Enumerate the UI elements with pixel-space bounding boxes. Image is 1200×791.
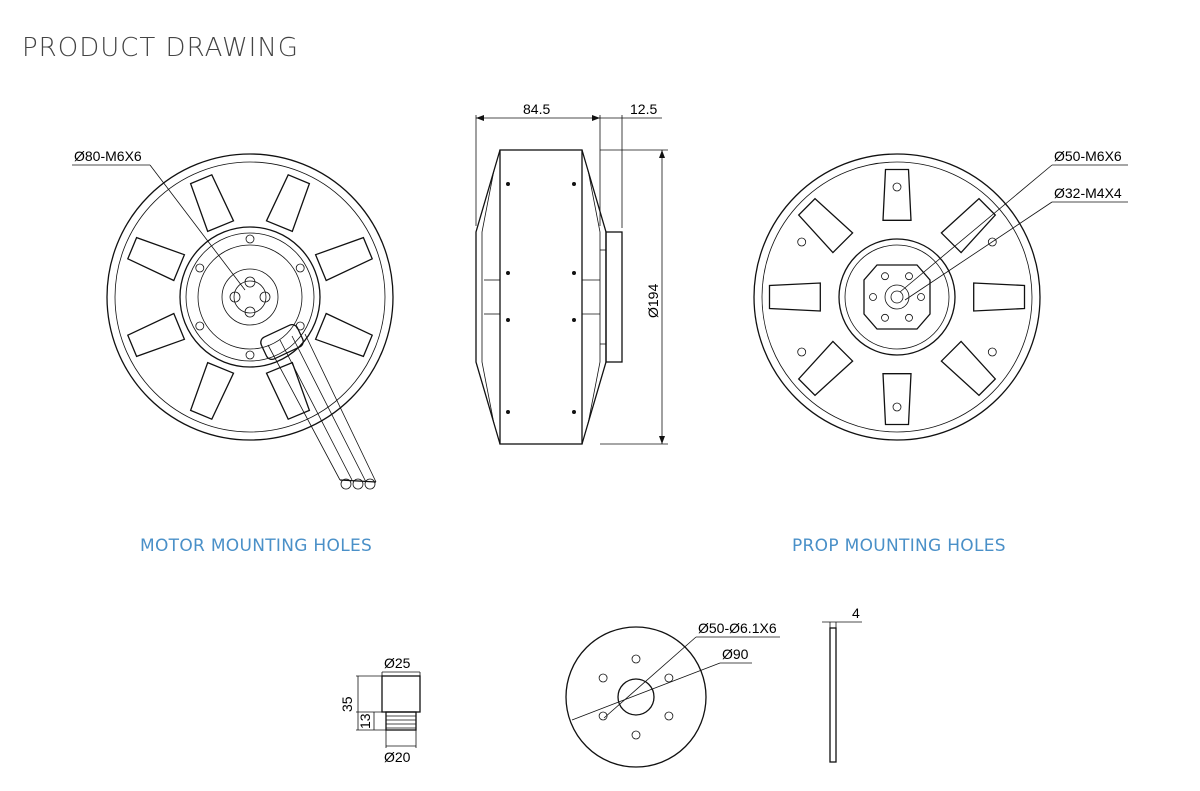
spoke-slot — [265, 361, 311, 421]
bolt-hole — [245, 234, 255, 244]
nut-top-dim: Ø25 — [384, 655, 411, 671]
plate-holes-dim: Ø50-Ø6.1X6 — [698, 620, 777, 636]
bolt-hole — [869, 293, 877, 301]
prop-front-view: Ø50-M6X6 Ø32-M4X4 — [753, 148, 1128, 441]
bolt-hole — [598, 711, 608, 721]
spoke-slot — [314, 312, 374, 358]
nut-thread-dim: 13 — [357, 713, 373, 729]
bolt-hole — [245, 350, 255, 360]
side-diameter-dim: Ø194 — [645, 284, 661, 318]
prop-nut-drawing: Ø25 Ø20 35 13 — [339, 655, 421, 765]
bolt-hole — [195, 263, 205, 273]
bolt-hole — [881, 272, 889, 281]
spoke-slot — [126, 312, 186, 358]
bolt-hole — [598, 673, 608, 683]
nut-bottom-dim: Ø20 — [384, 749, 411, 765]
spoke-slot — [189, 173, 235, 233]
nut-height-dim: 35 — [339, 696, 355, 712]
bolt-hole — [881, 313, 889, 322]
spoke-slot — [940, 197, 997, 254]
bolt-hole — [905, 313, 913, 322]
bolt-hole — [797, 237, 807, 247]
motor-mounting-holes-caption: MOTOR MOUNTING HOLES — [140, 536, 373, 556]
right-spokes — [768, 168, 1026, 426]
plate-side-drawing: 4 — [822, 605, 862, 763]
spoke-slot — [797, 340, 854, 397]
motor-side-view: 12.5 84.5 12.5 Ø194 — [475, 101, 668, 445]
plate-diameter-dim: Ø90 — [722, 646, 749, 662]
bolt-hole — [664, 711, 674, 721]
spoke-slot — [797, 197, 854, 254]
spoke-slot — [265, 173, 311, 233]
bolt-hole — [664, 673, 674, 683]
right-hole-outer-dim: Ø50-M6X6 — [1054, 148, 1122, 164]
left-hole-dim: Ø80-M6X6 — [74, 148, 142, 164]
spoke-slot — [189, 361, 235, 421]
spoke-slot — [126, 236, 186, 282]
left-spokes — [126, 173, 374, 421]
bolt-hole — [631, 730, 641, 740]
left-bolt-holes — [195, 234, 305, 360]
bolt-hole — [195, 321, 205, 331]
right-hole-inner-dim: Ø32-M4X4 — [1054, 185, 1122, 201]
bolt-hole — [797, 347, 807, 357]
right-bolt-holes — [797, 182, 997, 412]
bolt-hole — [892, 402, 902, 412]
bolt-hole — [631, 654, 641, 664]
bolt-hole — [295, 263, 305, 273]
bolt-hole — [987, 347, 997, 357]
spoke-slot — [882, 373, 912, 426]
page-title: PRODUCT DRAWING — [22, 33, 299, 63]
plate-holes — [598, 654, 674, 740]
spoke-slot — [768, 282, 821, 312]
spoke-slot — [940, 340, 997, 397]
spoke-slot — [882, 168, 912, 221]
cable-bundle — [260, 323, 377, 490]
bolt-hole — [987, 237, 997, 247]
prop-plate-drawing: Ø50-Ø6.1X6 Ø90 — [565, 620, 780, 768]
spoke-slot — [973, 282, 1026, 312]
bolt-hole — [917, 293, 925, 301]
side-width-dim-label: 84.5 — [523, 101, 550, 117]
side-shaft-dim: 12.5 — [630, 101, 657, 117]
motor-front-view: Ø80-M6X6 — [72, 148, 394, 490]
bolt-hole — [905, 272, 913, 281]
bolt-hole — [892, 182, 902, 192]
spoke-slot — [314, 236, 374, 282]
prop-mounting-holes-caption: PROP MOUNTING HOLES — [792, 536, 1006, 556]
plate-thickness-dim: 4 — [852, 605, 860, 621]
